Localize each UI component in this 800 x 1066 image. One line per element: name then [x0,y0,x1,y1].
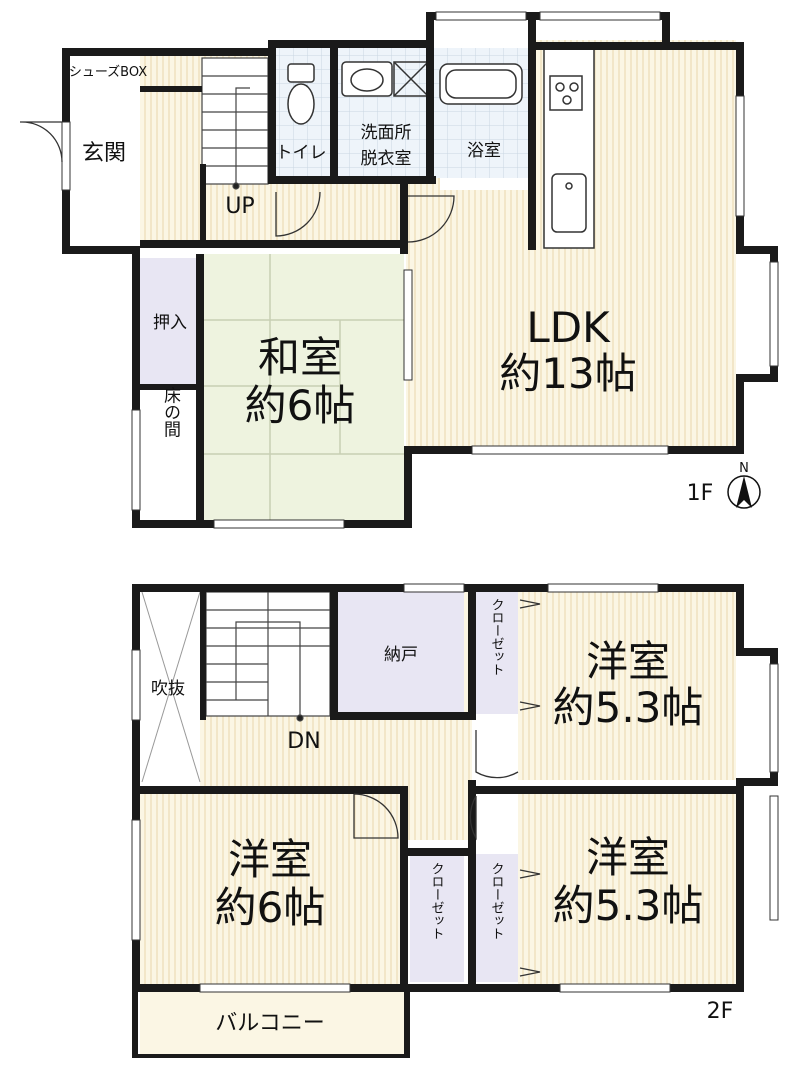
north-arrow-icon [727,475,761,509]
windows-1f [61,11,779,529]
closet-b-floor [410,854,464,982]
stairs-up-label: UP [225,194,254,219]
tatami-lines [204,254,404,520]
floor1-label: 1F [687,481,714,506]
room-ne-name-label: 洋室 [586,637,670,686]
room-sw-name-label: 洋室 [228,835,312,884]
closet-a-label: クローゼット [489,598,505,676]
floor-2 [131,583,779,1058]
closet-floor [140,258,200,388]
room-se-name-label: 洋室 [586,833,670,882]
tatami-size-label: 約6帖 [245,381,356,430]
ldk-lower-floor [406,190,536,448]
closet-b-label: クローゼット [429,862,445,940]
toilet-fixture [287,63,315,125]
closet-c-floor [476,854,518,982]
storage-label: 納戸 [384,645,418,665]
storage-floor [338,590,464,716]
ldk-name-label: LDK [526,303,611,352]
toilet-label: トイレ [276,143,327,163]
shoe-box-label: シューズBOX [69,64,147,80]
entrance-floor [68,56,140,248]
stairs-1f [201,57,269,190]
tokonoma-label: 床の間 [160,386,181,438]
tokonoma-floor [140,390,200,518]
entrance-label: 玄関 [82,141,126,166]
doors-2f [353,599,541,977]
washroom-label-1: 洗面所 [361,123,412,143]
tatami-name-label: 和室 [258,333,342,382]
bathtub-fixture [439,63,523,105]
room-ne-size-label: 約5.3帖 [553,683,704,732]
labels-1f: シューズBOX 玄関 UP トイレ 洗面所 脱衣室 浴室 LDK 約13帖 押入… [69,64,749,506]
ldk-size-label: 約13帖 [499,349,636,398]
balcony-label: バルコニー [215,1011,325,1036]
windows-2f [131,583,779,993]
closet-label: 押入 [153,313,187,333]
labels-2f: 吹抜 DN 納戸 クローゼット 洋室 約5.3帖 洋室 約6帖 クローゼット ク… [151,598,733,1036]
room-se-floor [518,794,736,984]
sink-fixture [341,61,429,97]
stairs-down-label: DN [287,729,320,754]
entrance-label-1: 玄関 [82,141,126,166]
room-sw-floor [140,794,404,984]
tatami-floor [204,254,404,520]
room-se-size-label: 約5.3帖 [553,881,704,930]
floor-1 [20,11,779,529]
closet-a-floor [476,590,518,714]
north-label: N [739,461,749,476]
doors-1f [20,121,455,243]
washroom-label-2: 脱衣室 [361,149,412,169]
kitchen-counter [543,47,595,249]
balcony-floor [140,990,406,1054]
void-label: 吹抜 [151,679,185,699]
room-sw-size-label: 約6帖 [215,883,326,932]
void-cross [141,591,201,783]
closet-c-label: クローゼット [489,862,505,940]
stairs-2f [205,591,331,722]
bathroom-label: 浴室 [467,141,501,161]
room-ne-floor [518,590,736,780]
floor2-label: 2F [707,999,734,1024]
